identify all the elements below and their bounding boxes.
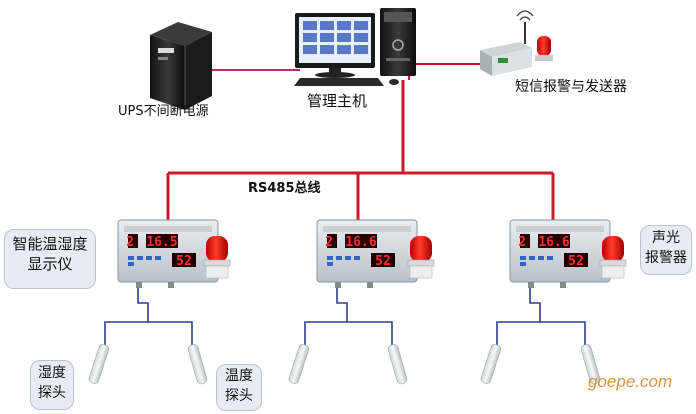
alarm-callout-line1: 声光 bbox=[652, 230, 680, 246]
controller-3-humidity-readout: 52 bbox=[568, 254, 584, 269]
controller-3 bbox=[509, 219, 611, 288]
sms-sender bbox=[480, 10, 553, 76]
probe-humidity-2 bbox=[288, 344, 310, 384]
display-callout-line2: 显示仪 bbox=[27, 255, 73, 273]
temperature-callout-line1: 温度 bbox=[225, 368, 253, 384]
controller-1-top-readout: 2 bbox=[126, 235, 134, 250]
probe-temperature-2 bbox=[387, 344, 408, 385]
humidity-probe-callout: 湿度 探头 bbox=[30, 360, 74, 410]
sms-sender-label: 短信报警与发送器 bbox=[515, 79, 627, 95]
humidity-callout-line2: 探头 bbox=[38, 385, 66, 401]
ups-unit bbox=[150, 22, 212, 110]
controller-3-top-readout: 2 bbox=[518, 235, 526, 250]
controller-2-top-readout: 2 bbox=[325, 235, 333, 250]
rs485-bus bbox=[166, 63, 555, 222]
bus-label: RS485总线 bbox=[248, 181, 321, 196]
alarm-lamp-1 bbox=[203, 236, 231, 279]
controller-1 bbox=[117, 219, 219, 288]
controller-1-temperature-readout: 16.5 bbox=[146, 235, 177, 250]
controller-1-humidity-readout: 52 bbox=[176, 254, 192, 269]
humidity-callout-line1: 湿度 bbox=[38, 365, 66, 381]
host-computer bbox=[294, 8, 416, 86]
display-instrument-callout: 智能温湿度 显示仪 bbox=[4, 229, 96, 289]
probe-humidity-1 bbox=[88, 344, 110, 384]
probe-temperature-3 bbox=[580, 344, 601, 385]
controller-3-temperature-readout: 16.6 bbox=[538, 235, 569, 250]
alarm-callout-line2: 报警器 bbox=[645, 250, 687, 266]
alarm-lamp-2 bbox=[407, 236, 435, 279]
controller-2-temperature-readout: 16.6 bbox=[345, 235, 376, 250]
ups-label: UPS不间断电源 bbox=[118, 104, 209, 119]
alarm-lamp-3 bbox=[599, 236, 627, 279]
watermark: goepe.com bbox=[588, 372, 673, 391]
probe-wiring bbox=[104, 288, 586, 345]
temperature-callout-line2: 探头 bbox=[225, 388, 253, 404]
controller-2-humidity-readout: 52 bbox=[375, 254, 391, 269]
temperature-probe-callout: 温度 探头 bbox=[216, 364, 262, 411]
host-label: 管理主机 bbox=[307, 92, 368, 110]
probe-humidity-3 bbox=[480, 344, 502, 384]
alarm-callout: 声光 报警器 bbox=[640, 225, 692, 275]
controller-2 bbox=[316, 219, 418, 288]
display-callout-line1: 智能温湿度 bbox=[12, 235, 88, 253]
probe-temperature-1 bbox=[187, 344, 208, 385]
